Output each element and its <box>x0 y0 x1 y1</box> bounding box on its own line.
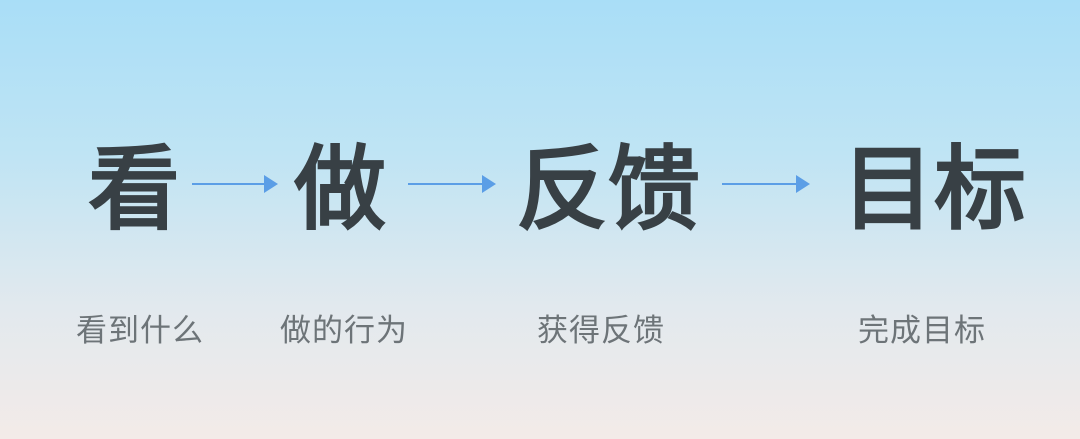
step-3-title: 反馈 <box>516 136 701 243</box>
step-2-title: 做 <box>294 136 387 243</box>
arrow-right-icon <box>192 175 278 193</box>
step-4-title: 目标 <box>842 136 1027 243</box>
step-3-caption: 获得反馈 <box>537 313 665 349</box>
arrow-right-icon <box>408 175 496 193</box>
step-1-caption: 看到什么 <box>76 313 204 349</box>
step-1-title: 看 <box>88 136 181 243</box>
step-2-caption: 做的行为 <box>280 313 408 349</box>
arrow-right-icon <box>722 175 810 193</box>
step-4-caption: 完成目标 <box>858 313 986 349</box>
